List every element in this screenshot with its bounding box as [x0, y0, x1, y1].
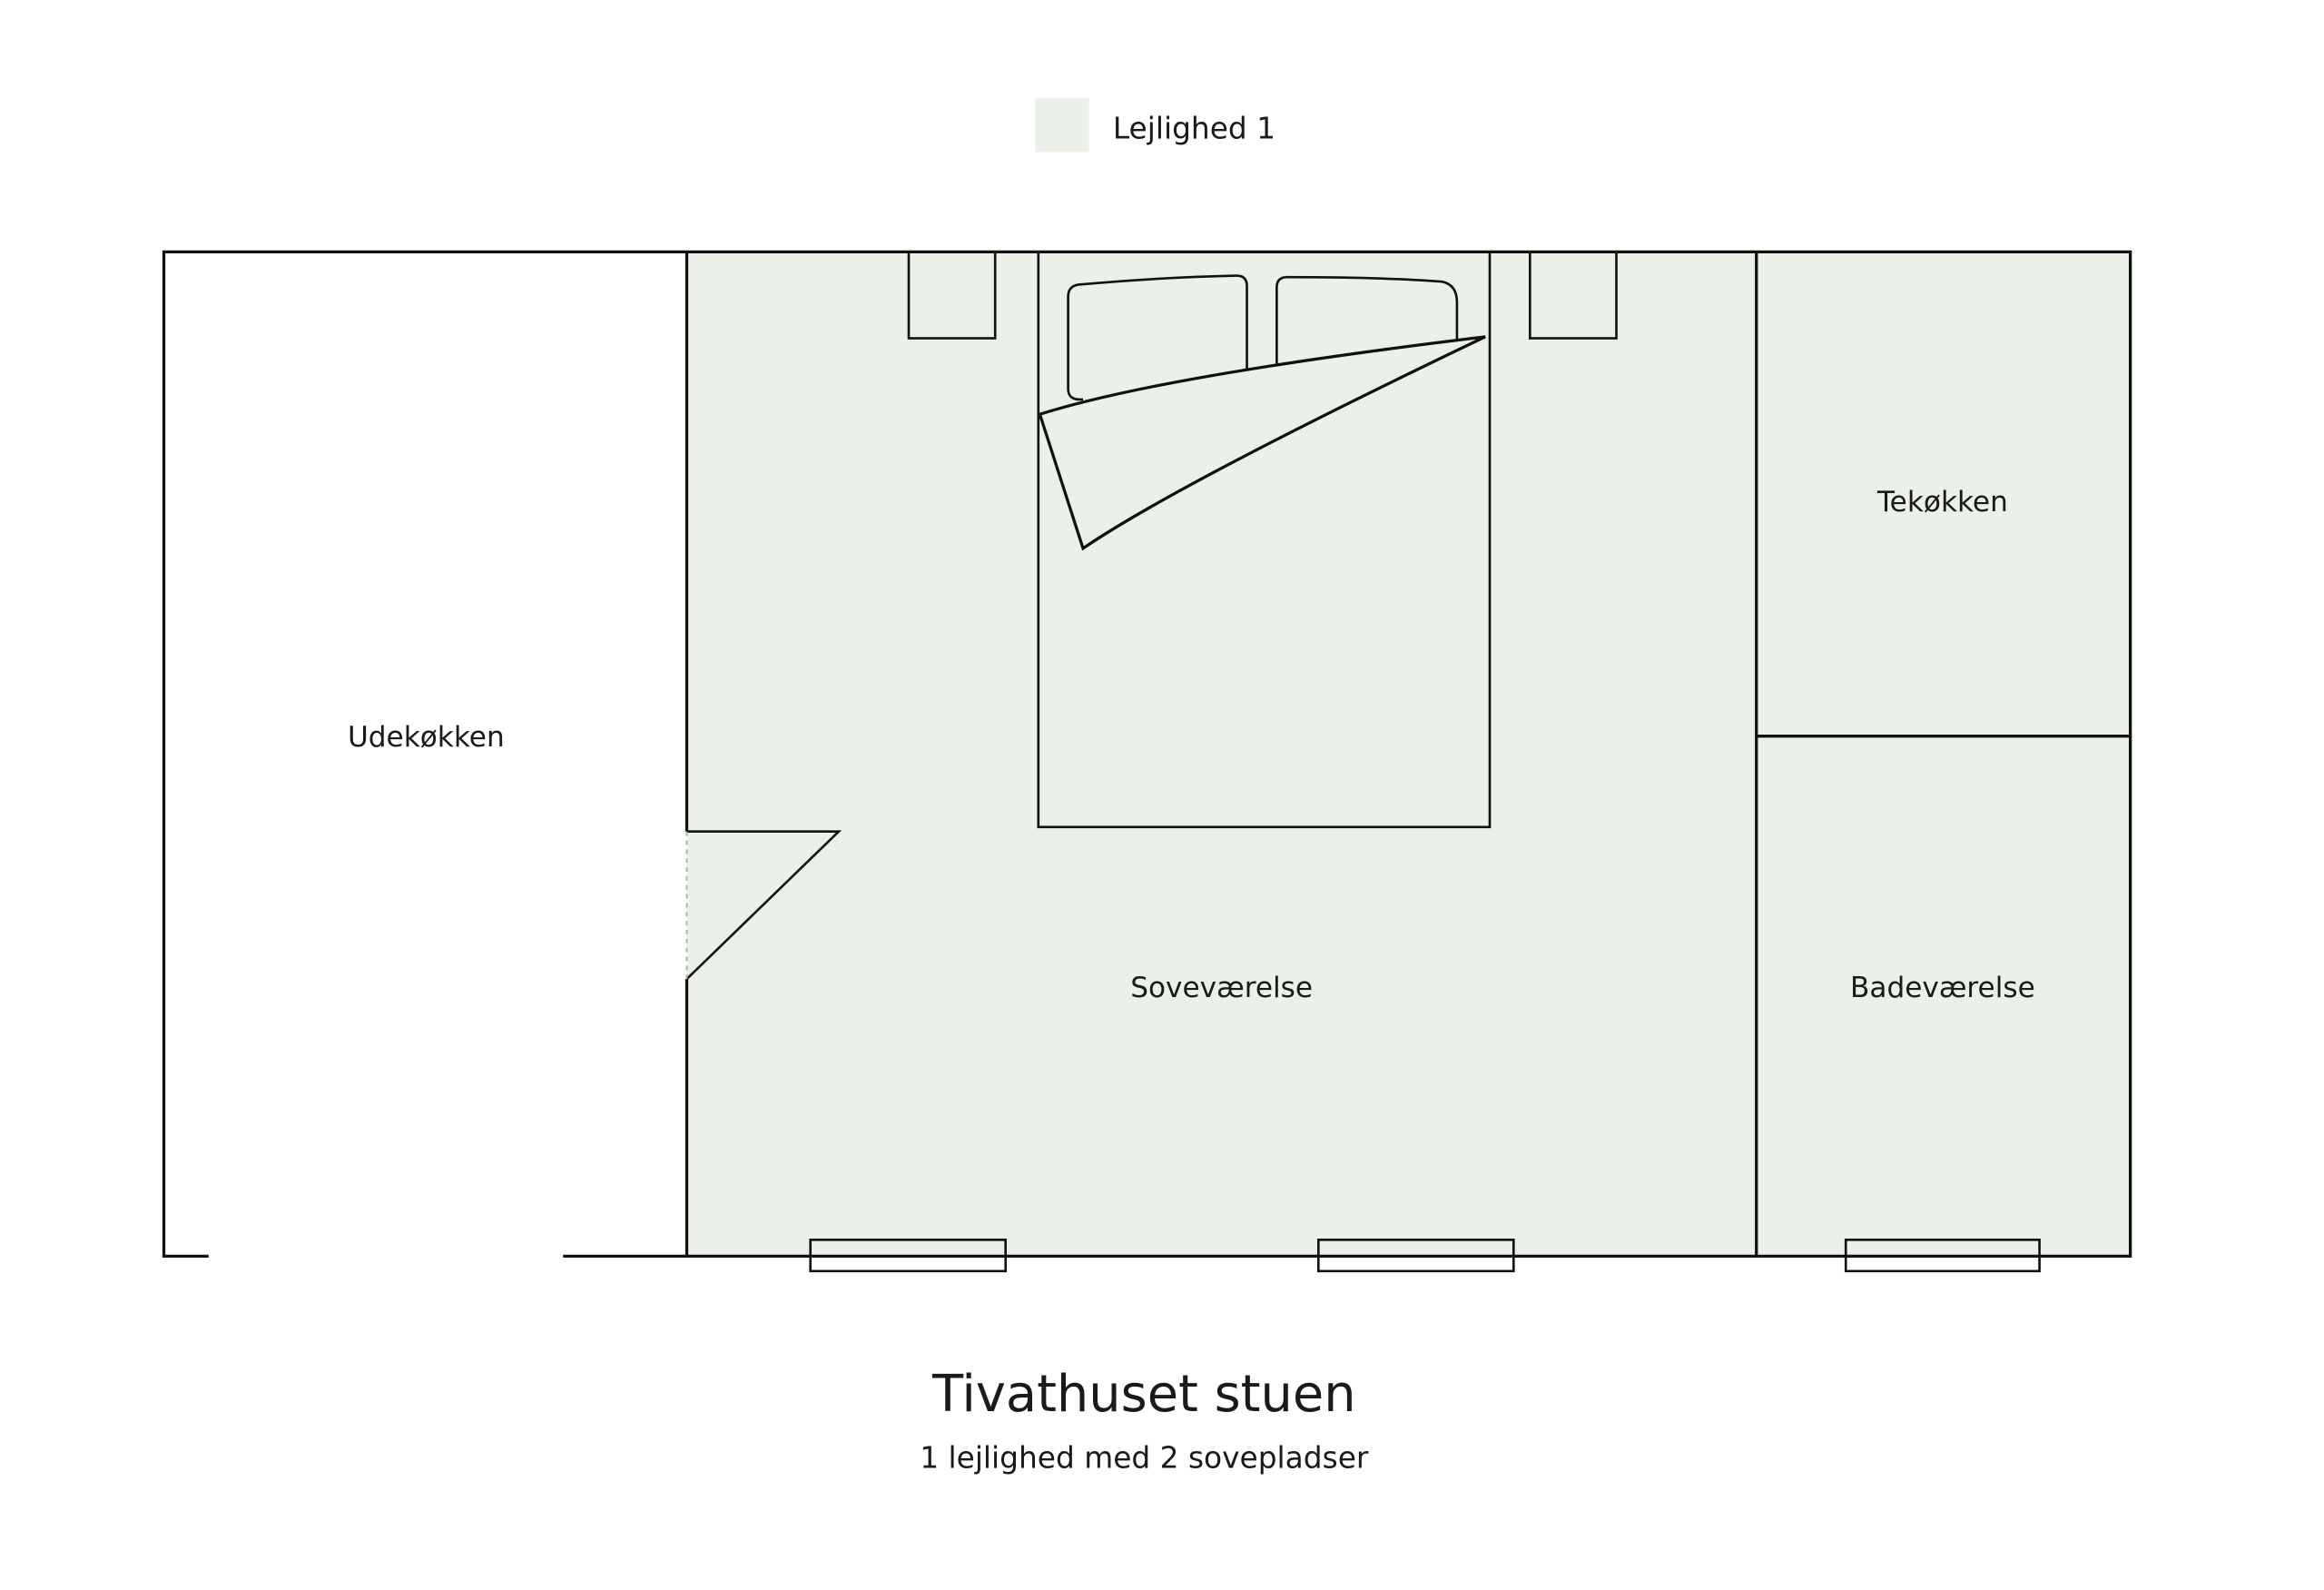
legend-label: Lejlighed 1 — [1113, 112, 1275, 146]
pillow — [1067, 274, 1248, 401]
bed — [1037, 251, 1492, 829]
room-label-tekokken: Tekøkken — [1876, 486, 2008, 518]
door — [685, 830, 842, 981]
nightstand — [1529, 251, 1618, 340]
plan-subtitle: 1 lejlighed med 2 sovepladser — [920, 1440, 1369, 1475]
nightstand — [907, 251, 997, 340]
blanket — [1038, 335, 1486, 551]
apartment-area — [686, 252, 2131, 1257]
room-label-badevaerelse: Badeværelse — [1850, 972, 2035, 1004]
room-label-udekokken: Udekøkken — [348, 721, 505, 754]
room-label-sovevaerelse: Soveværelse — [1130, 972, 1313, 1004]
plan-title: Tivathuset stuen — [931, 1365, 1356, 1424]
legend-swatch — [1035, 98, 1089, 153]
pillow — [1275, 275, 1459, 364]
